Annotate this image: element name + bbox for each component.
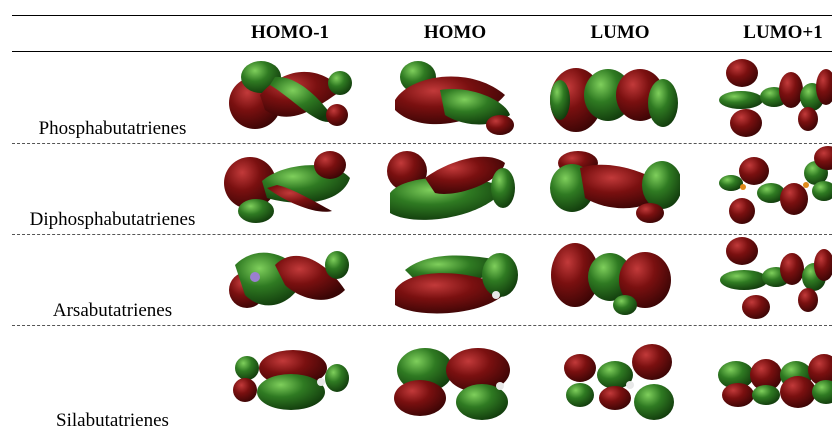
row-label-phosphabutatrienes: Phosphabutatrienes [38,118,187,139]
row-separator [12,234,832,235]
orbital-lobe-image-phospha-lumo [550,68,678,132]
column-header-lumo: LUMO [590,22,650,43]
orbital-lobe-image-phospha-homo [395,61,514,135]
row-separator [12,143,832,144]
table-header-rule [12,51,832,52]
orbital-lobe-image-diphospha-homo [387,151,515,220]
orbital-lobe-image-arsa-lumo [551,243,671,315]
orbital-lobe-image-sila-lumo-plus-1 [718,354,832,408]
row-label-silabutatrienes: Silabutatrienes [56,410,169,431]
column-header-lumo-plus-1: LUMO+1 [743,22,823,43]
row-label-diphosphabutatrienes: Diphosphabutatrienes [29,209,196,230]
orbital-lobe-image-sila-lumo [564,344,674,420]
orbital-lobe-image-diphospha-lumo-plus-1 [719,146,832,224]
column-header-homo: HOMO [423,22,487,43]
column-header-homo-1: HOMO-1 [250,22,330,43]
orbital-lobe-image-diphospha-homo-1 [224,151,350,223]
orbital-lobe-image-diphospha-lumo [550,151,680,223]
orbital-lobe-image-arsa-lumo-plus-1 [720,237,832,319]
orbital-lobe-image-arsa-homo [395,253,518,314]
orbital-lobe-image-arsa-homo-1 [229,251,349,308]
orbital-lobe-image-phospha-homo-1 [229,61,352,129]
orbital-lobe-image-sila-homo-1 [233,350,349,410]
table-top-rule [12,15,832,16]
row-label-arsabutatrienes: Arsabutatrienes [52,300,173,321]
orbital-lobe-image-phospha-lumo-plus-1 [719,59,832,137]
row-separator [12,325,832,326]
orbital-lobe-image-sila-homo [394,348,510,420]
